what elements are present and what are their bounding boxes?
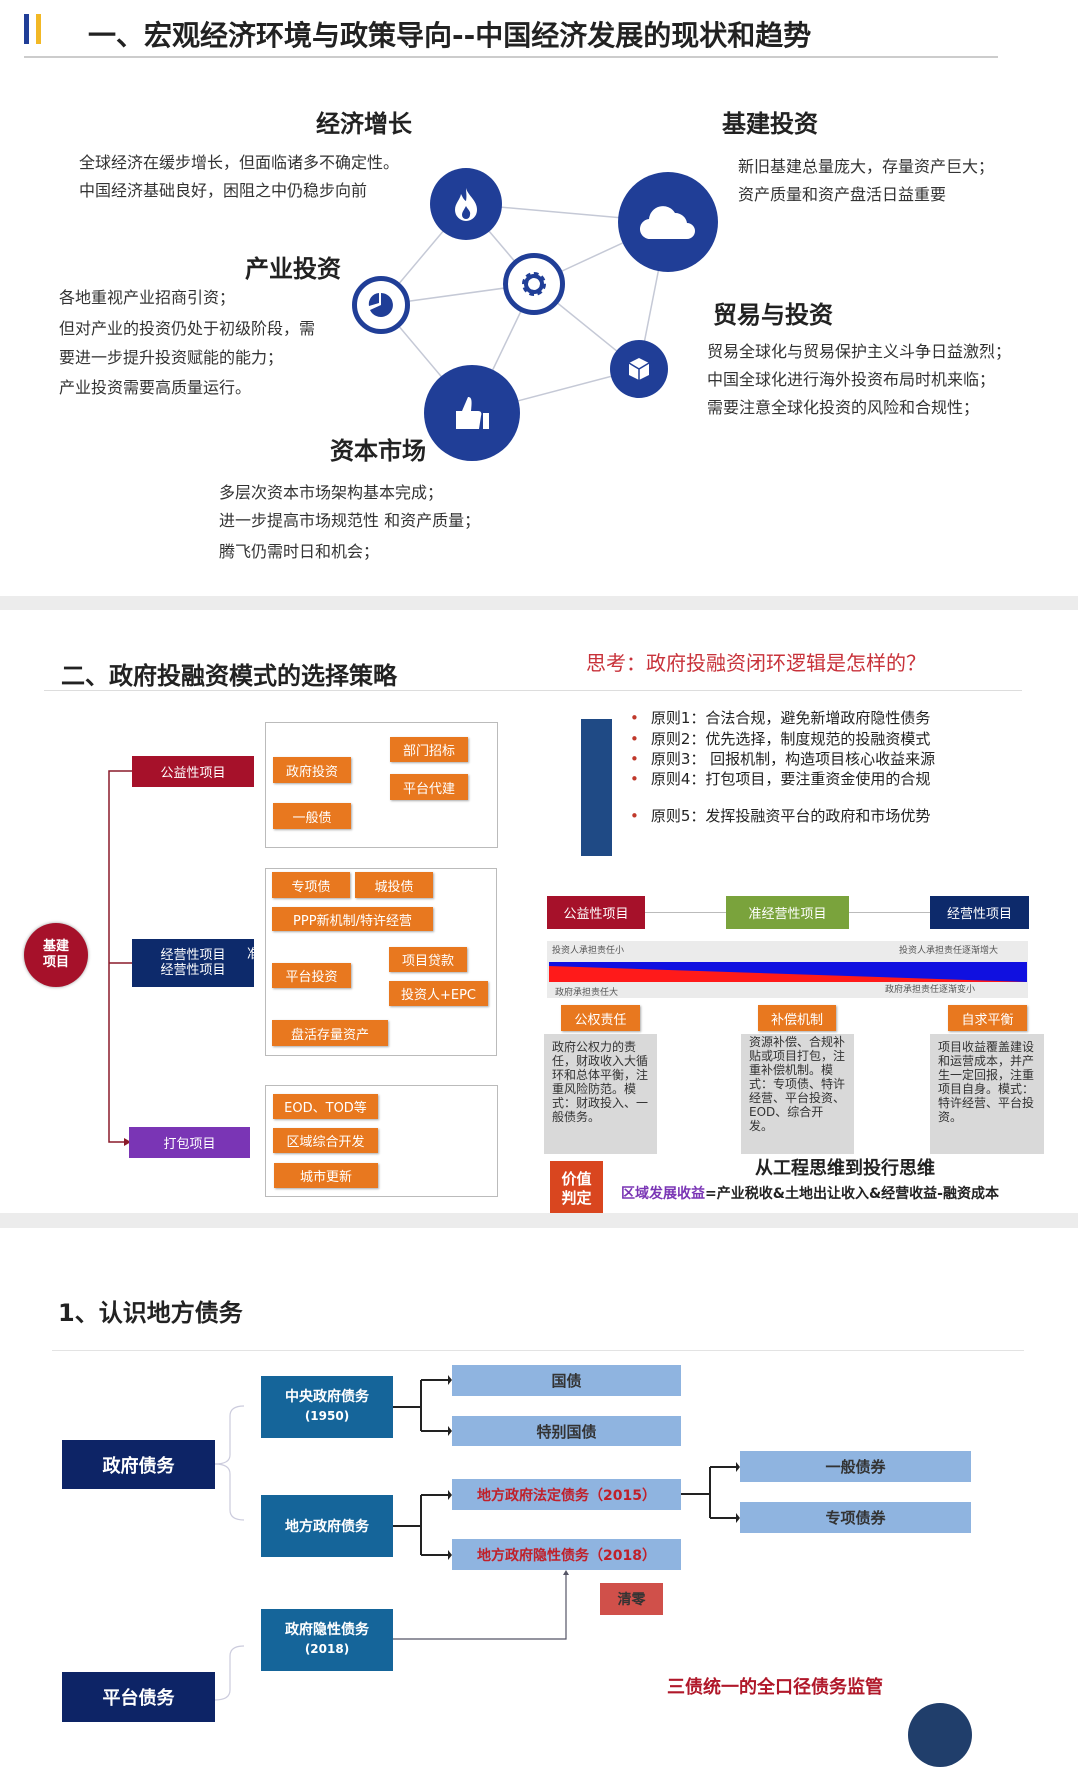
divider [52, 1350, 1024, 1351]
category-public: 公益性项目 [132, 756, 254, 787]
section-separator [0, 596, 1078, 610]
package-item: 区域综合开发 [273, 1128, 378, 1153]
block-text: 新旧基建总量庞大，存量资产巨大； [738, 157, 995, 176]
block-text: 要进一步提升投资赋能的能力； [59, 348, 284, 367]
divider [44, 690, 1022, 691]
thinking-heading: 从工程思维到投行思维 [755, 1158, 935, 1179]
platform-build: 平台代建 [390, 774, 468, 800]
title-accent-yellow [36, 14, 41, 44]
root-node: 基建项目 [24, 923, 88, 987]
investor-epc: 投资人+EPC [389, 981, 488, 1006]
divider [24, 56, 998, 58]
fire-icon [430, 168, 502, 240]
section-separator [0, 1213, 1078, 1228]
central-debt-node: 中央政府债务(1950) [261, 1376, 393, 1438]
block-text: 腾飞仍需时日和机会； [219, 542, 380, 561]
principle-item: •原则3： 回报机制，构造项目核心收益来源 [630, 750, 936, 768]
clipped-text: 准 [246, 947, 254, 962]
block-text: 各地重视产业招商引资； [59, 288, 236, 307]
special-bond-node: 专项债券 [740, 1502, 971, 1533]
mechanism-description: 资源补偿、合规补贴或项目打包，注重补偿机制。模式：专项债、特许经营、平台投资、E… [741, 1034, 854, 1154]
section1-title: 一、宏观经济环境与政策导向--中国经济发展的现状和趋势 [88, 19, 812, 52]
spectrum-header-quasi: 准经营性项目 [726, 896, 849, 929]
legal-local-debt-node: 地方政府法定债务（2015） [452, 1479, 681, 1510]
formula: 区域发展收益=产业税收&土地出让收入&经营收益-融资成本 [621, 1186, 999, 1202]
debt-connectors [214, 1375, 740, 1701]
mechanism-public-power: 公权责任 [561, 1005, 640, 1031]
block-title-trade: 贸易与投资 [713, 301, 833, 329]
block-text: 进一步提高市场规范性 和资产质量； [219, 511, 481, 530]
project-loan: 项目贷款 [389, 947, 467, 972]
decorative-circle [908, 1703, 972, 1767]
cloud-icon [618, 172, 718, 272]
investor-low: 投资人承担责任小 [552, 946, 625, 956]
principle-item: •原则5：发挥投融资平台的政府和市场优势 [630, 807, 931, 825]
principle-bar [581, 719, 612, 856]
responsibility-gradient-bar [549, 962, 1027, 982]
principle-item: •原则1：合法合规，避免新增政府隐性债务 [630, 709, 931, 727]
block-title-industry: 产业投资 [245, 255, 341, 283]
unified-supervision-text: 三债统一的全口径债务监管 [667, 1677, 883, 1698]
section3-title: 1、认识地方债务 [58, 1299, 243, 1327]
spectrum-header-public: 公益性项目 [547, 896, 645, 929]
hidden-debt-node: 政府隐性债务(2018) [261, 1609, 393, 1671]
block-text: 需要注意全球化投资的风险和合规性； [707, 398, 980, 417]
hidden-local-debt-node: 地方政府隐性债务（2018） [452, 1539, 681, 1570]
investor-high: 投资人承担责任逐渐增大 [899, 946, 999, 956]
category-package: 打包项目 [129, 1127, 250, 1158]
tender: 部门招标 [390, 737, 468, 762]
city-bond: 城投债 [355, 872, 433, 898]
gov-low: 政府承担责任逐渐变小 [885, 985, 976, 995]
block-title-growth: 经济增长 [316, 110, 412, 138]
spectrum-header-operating: 经营性项目 [930, 896, 1029, 929]
title-accent-blue [24, 14, 29, 44]
block-text: 贸易全球化与贸易保护主义斗争日益激烈； [707, 342, 1012, 361]
package-item: 城市更新 [274, 1163, 378, 1188]
value-judgement-label: 价值判定 [550, 1161, 603, 1216]
section2-title: 二、政府投融资模式的选择策略 [61, 662, 397, 690]
mechanism-description: 政府公权力的责任，财政收入大循环和总体平衡，注重风险防范。模式：财政投入、一般债… [544, 1034, 657, 1154]
block-text: 中国经济基础良好，困阻之中仍稳步向前 [79, 181, 368, 200]
cube-icon [610, 340, 668, 398]
gear-icon [503, 253, 565, 315]
mechanism-self-balance: 自求平衡 [948, 1005, 1027, 1031]
special-national-bond-node: 特别国债 [452, 1416, 681, 1446]
clear-to-zero-badge: 清零 [600, 1583, 663, 1615]
block-text: 全球经济在缓步增长，但面临诸多不确定性。 [79, 153, 400, 172]
block-text: 但对产业的投资仍处于初级阶段，需 [59, 319, 316, 338]
block-title-capital: 资本市场 [330, 437, 426, 465]
ppp: PPP新机制/特许经营 [272, 907, 433, 931]
block-text: 资产质量和资产盘活日益重要 [738, 185, 947, 204]
gov-invest: 政府投资 [273, 757, 351, 783]
platform-debt-node: 平台债务 [62, 1672, 215, 1722]
thumbs-up-icon [424, 365, 520, 461]
pie-chart-icon [352, 276, 410, 334]
mechanism-description: 项目收益覆盖建设和运营成本，并产生一定回报，注重项目自身。模式：特许经营、平台投… [930, 1034, 1044, 1154]
category-operating: 经营性项目经营性项目 准 [132, 939, 254, 987]
platform-invest: 平台投资 [272, 963, 351, 988]
principle-item: •原则4：打包项目，要注重资金使用的合规 [630, 770, 931, 788]
principle-item: •原则2：优先选择，制度规范的投融资模式 [630, 730, 931, 748]
gov-debt-node: 政府债务 [62, 1440, 215, 1489]
block-text: 产业投资需要高质量运行。 [59, 378, 252, 397]
general-bond: 一般债 [273, 803, 351, 829]
package-item: EOD、TOD等 [273, 1094, 378, 1119]
block-title-infrastructure: 基建投资 [722, 110, 818, 138]
special-bond: 专项债 [272, 872, 350, 898]
local-debt-node: 地方政府债务 [261, 1495, 393, 1557]
general-bond-node: 一般债券 [740, 1451, 971, 1482]
revitalize-assets: 盘活存量资产 [272, 1020, 388, 1046]
block-text: 多层次资本市场架构基本完成； [219, 483, 444, 502]
block-text: 中国全球化进行海外投资布局时机来临； [707, 370, 996, 389]
national-bond-node: 国债 [452, 1365, 681, 1396]
gov-high: 政府承担责任大 [555, 988, 619, 998]
question-text: 思考：政府投融资闭环逻辑是怎样的？ [586, 651, 926, 675]
mechanism-compensation: 补偿机制 [758, 1005, 836, 1031]
